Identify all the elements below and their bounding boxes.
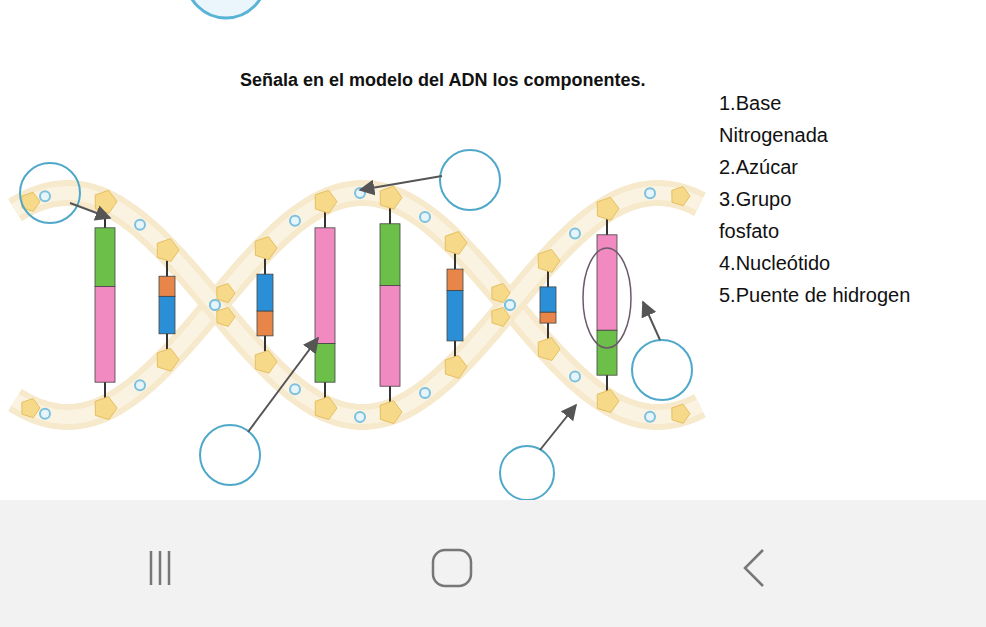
sugar bbox=[315, 190, 337, 213]
nitrogen-base bbox=[540, 312, 556, 323]
nitrogen-base bbox=[95, 228, 115, 287]
nucleotide-oval bbox=[583, 248, 631, 348]
sugar bbox=[672, 187, 690, 206]
sugar bbox=[157, 239, 179, 262]
sugar bbox=[217, 307, 235, 326]
sugar bbox=[255, 350, 277, 373]
nitrogen-base bbox=[380, 224, 400, 286]
sugar bbox=[445, 232, 467, 255]
phosphate bbox=[40, 409, 50, 419]
phosphate bbox=[210, 300, 220, 310]
sugar bbox=[597, 390, 619, 413]
phosphate bbox=[505, 300, 515, 310]
leader-arrows bbox=[70, 176, 660, 450]
worksheet-title: Señala en el modelo del ADN los componen… bbox=[240, 70, 645, 91]
sugar bbox=[380, 186, 402, 209]
sugar bbox=[672, 404, 690, 423]
component-label: 4.Nucleótido bbox=[719, 247, 830, 279]
phosphate bbox=[645, 412, 655, 422]
nitrogen-base bbox=[380, 286, 400, 387]
sugar bbox=[217, 284, 235, 303]
nitrogen-base bbox=[95, 286, 115, 382]
component-label: 3.Grupo fosfato bbox=[719, 183, 834, 247]
sugar bbox=[95, 190, 117, 213]
nitrogen-base bbox=[447, 291, 463, 341]
nitrogen-base bbox=[447, 269, 463, 291]
sugar bbox=[492, 284, 510, 303]
nitrogen-base bbox=[159, 296, 175, 333]
sugar bbox=[22, 399, 40, 418]
backbone-ribbon bbox=[15, 193, 700, 417]
nitrogen-base bbox=[597, 235, 617, 330]
top-circle bbox=[186, 0, 266, 18]
phosphate bbox=[505, 300, 515, 310]
phosphate bbox=[420, 212, 430, 222]
sugar bbox=[157, 348, 179, 371]
phosphate bbox=[420, 388, 430, 398]
nitrogen-base bbox=[315, 344, 335, 383]
component-label: 2.Azúcar bbox=[719, 151, 798, 183]
nitrogen-base bbox=[257, 274, 273, 311]
dna-model bbox=[15, 186, 700, 423]
sugar bbox=[255, 237, 277, 260]
nitrogen-base bbox=[257, 311, 273, 336]
nav-bar bbox=[0, 500, 986, 627]
nitrogen-base bbox=[540, 287, 556, 312]
sugar bbox=[380, 401, 402, 424]
component-label: 1.Base Nitrogenada bbox=[719, 87, 844, 151]
backbone-ribbon bbox=[15, 193, 700, 417]
sugar bbox=[492, 307, 510, 326]
phosphate bbox=[290, 384, 300, 394]
phosphate bbox=[355, 412, 365, 422]
phosphate bbox=[40, 191, 50, 201]
phosphate bbox=[135, 380, 145, 390]
phosphate bbox=[290, 216, 300, 226]
sugar bbox=[538, 249, 560, 272]
sugar bbox=[597, 197, 619, 220]
nitrogen-base bbox=[315, 228, 335, 344]
sugar bbox=[445, 355, 467, 378]
sugar bbox=[315, 397, 337, 420]
phosphate bbox=[210, 300, 220, 310]
phosphate bbox=[645, 188, 655, 198]
nitrogen-base bbox=[159, 276, 175, 296]
nitrogen-base bbox=[597, 330, 617, 375]
backbone-ribbon bbox=[15, 193, 700, 417]
component-label: 5.Puente de hidrogen bbox=[719, 279, 910, 311]
callout-circles bbox=[20, 150, 692, 500]
phosphate bbox=[570, 371, 580, 381]
phosphate bbox=[570, 229, 580, 239]
sugar bbox=[95, 397, 117, 420]
nav-icons bbox=[151, 550, 763, 586]
backbone-ribbon bbox=[15, 193, 700, 417]
sugar bbox=[538, 338, 560, 361]
phosphate bbox=[135, 220, 145, 230]
